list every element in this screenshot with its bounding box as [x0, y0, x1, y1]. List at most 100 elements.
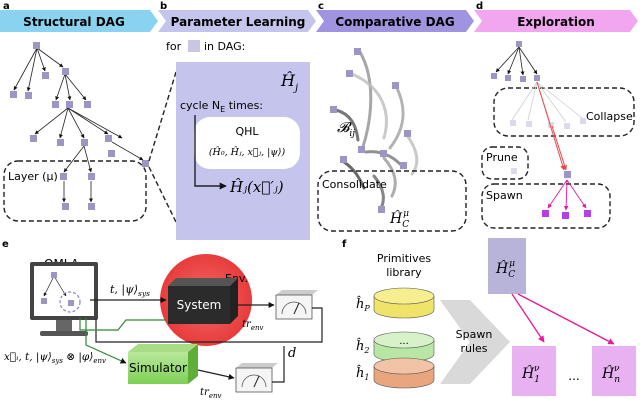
dag-node-champion — [378, 206, 385, 213]
dag-node — [108, 150, 115, 157]
panel-letter-e: e — [2, 239, 9, 250]
consolidate-box — [317, 170, 467, 232]
spawn-box — [481, 183, 611, 229]
spawn-rules-arrow — [440, 300, 510, 384]
wires — [79, 297, 323, 383]
dag-node — [30, 135, 37, 142]
simulator-inputs: x⃗ᵢ, t, |ψ⟩sys ⊗ |φ⟩env — [4, 351, 106, 365]
dag-node — [88, 173, 95, 180]
spawned-model-1 — [512, 346, 556, 396]
collapse-label: Collapse — [586, 110, 633, 123]
result-label: Ĥⱼ(x⃗′ⱼ) — [229, 178, 284, 196]
consolidate-label: Consolidate — [322, 178, 387, 191]
zoom-line — [148, 71, 177, 162]
hj-label: Ĥj — [280, 70, 298, 94]
dag-node — [60, 173, 67, 180]
tr-env-label: trenv — [242, 319, 263, 332]
f-hc-label: ĤCμ — [495, 259, 515, 280]
dag-node — [516, 41, 522, 47]
dag-node-faded — [548, 122, 554, 128]
spawned-node — [584, 210, 591, 217]
panel-letter-d: d — [476, 1, 483, 12]
champion-model — [488, 238, 526, 294]
dag-node — [505, 75, 511, 81]
dag-node — [358, 146, 365, 153]
dag-node — [105, 135, 112, 142]
banner-b: b Parameter Learning — [158, 1, 316, 32]
dag-node — [62, 203, 69, 210]
meter-icon — [235, 363, 278, 393]
dag-node — [88, 203, 95, 210]
dag-node-faded — [564, 123, 570, 129]
layer-box — [3, 160, 147, 222]
panel-letter-b: b — [160, 1, 167, 12]
dag-node — [340, 156, 347, 163]
system-label: System — [177, 298, 222, 312]
spawn-rules-line1: Spawn — [456, 328, 493, 341]
dag-node — [42, 72, 49, 79]
spawned-node — [542, 210, 549, 217]
spawn-arrow — [517, 293, 615, 345]
spawned-model-n — [592, 346, 636, 396]
panel-letter-f: f — [342, 239, 347, 250]
primitives-dots: ... — [399, 336, 409, 347]
banner-d: d Exploration — [474, 1, 638, 32]
panel-a-nodes — [10, 42, 149, 180]
panel-title-d: Exploration — [517, 15, 595, 29]
dag-node — [520, 76, 526, 82]
h1nu-label: Ĥ1ν — [521, 364, 540, 385]
simulator-label: Simulator — [129, 361, 187, 375]
cycle-arrow — [194, 115, 227, 190]
dag-node — [330, 106, 337, 113]
dag-node — [57, 139, 64, 146]
dag-node — [81, 139, 88, 146]
spawn-label: Spawn — [486, 189, 523, 202]
dag-node-faded — [526, 121, 532, 127]
for-prefix: for — [166, 40, 182, 53]
cycle-label: cycle NE times: — [180, 99, 263, 114]
panel-title-b: Parameter Learning — [171, 15, 306, 29]
dag-node — [404, 130, 411, 137]
zoom-line — [148, 166, 177, 223]
banner-a: a Structural DAG — [0, 1, 158, 32]
dag-node — [491, 73, 497, 79]
for-suffix: in DAG: — [204, 40, 245, 53]
panel-d-dag — [495, 46, 538, 76]
primitives-line1: Primitives — [377, 252, 431, 265]
qhl-args: (Ĥ₀, Ĥⱼ, x⃗ⱼ, |ψ⟩) — [209, 146, 286, 158]
t-psi-label: t, |ψ⟩sys — [110, 283, 150, 298]
primitives-line2: library — [386, 266, 422, 279]
dag-node-pruned — [511, 168, 517, 174]
distance-label: d — [288, 346, 296, 361]
dag-node — [10, 91, 17, 98]
simulator-box — [128, 344, 198, 384]
qhl-box — [194, 117, 300, 169]
dag-node — [66, 101, 73, 108]
dag-node-selected — [142, 160, 149, 167]
computer-monitor-icon — [30, 262, 98, 336]
red-arrow — [536, 81, 566, 171]
layer-label: Layer (μ) — [8, 170, 58, 183]
dag-node — [354, 48, 361, 55]
panel-a-dag — [13, 47, 123, 173]
h1-label: ĥ1 — [356, 365, 369, 382]
meter-icon — [275, 290, 318, 320]
hP-label: ĥP — [356, 296, 370, 313]
models-ellipsis: ... — [568, 369, 579, 383]
qhl-label: QHL — [235, 125, 259, 138]
dag-node — [52, 101, 59, 108]
node-swatch — [188, 40, 200, 52]
spawn-arrow — [511, 293, 545, 343]
hnnu-label: Ĥnν — [601, 364, 620, 385]
dag-node — [534, 75, 540, 81]
tr-env-label-2: trenv — [200, 387, 221, 400]
h2-label: ĥ2 — [356, 338, 369, 355]
primitives-stack — [373, 287, 435, 389]
dag-node-faded — [510, 120, 516, 126]
system-box — [168, 278, 238, 324]
collapse-box — [493, 87, 635, 137]
red-arrow — [551, 125, 568, 171]
panel-title-c: Comparative DAG — [335, 15, 454, 29]
dag-node — [392, 82, 399, 89]
